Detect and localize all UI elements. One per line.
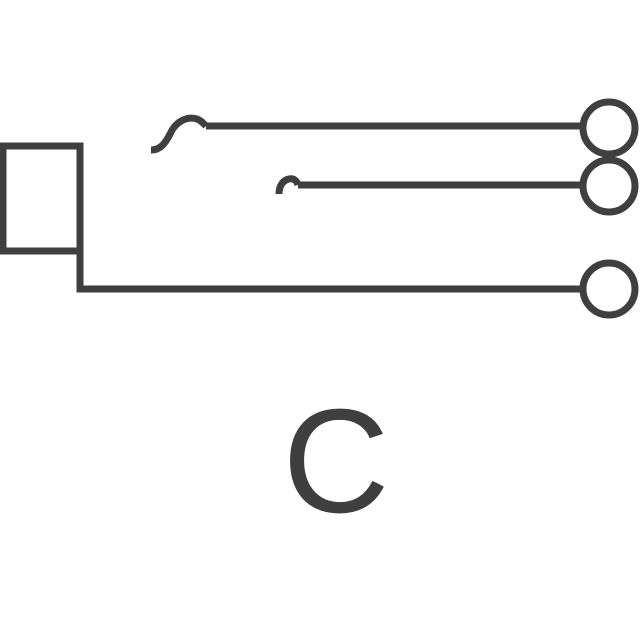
sleeve-terminal [579,259,639,319]
ring-terminal [579,156,639,216]
sleeve-wire [76,251,583,293]
tip-switch-contact [150,114,209,154]
diagram-label: C [282,379,390,544]
plug-body [0,142,84,255]
ring-switch-contact [275,175,302,195]
tip-terminal [579,98,639,158]
